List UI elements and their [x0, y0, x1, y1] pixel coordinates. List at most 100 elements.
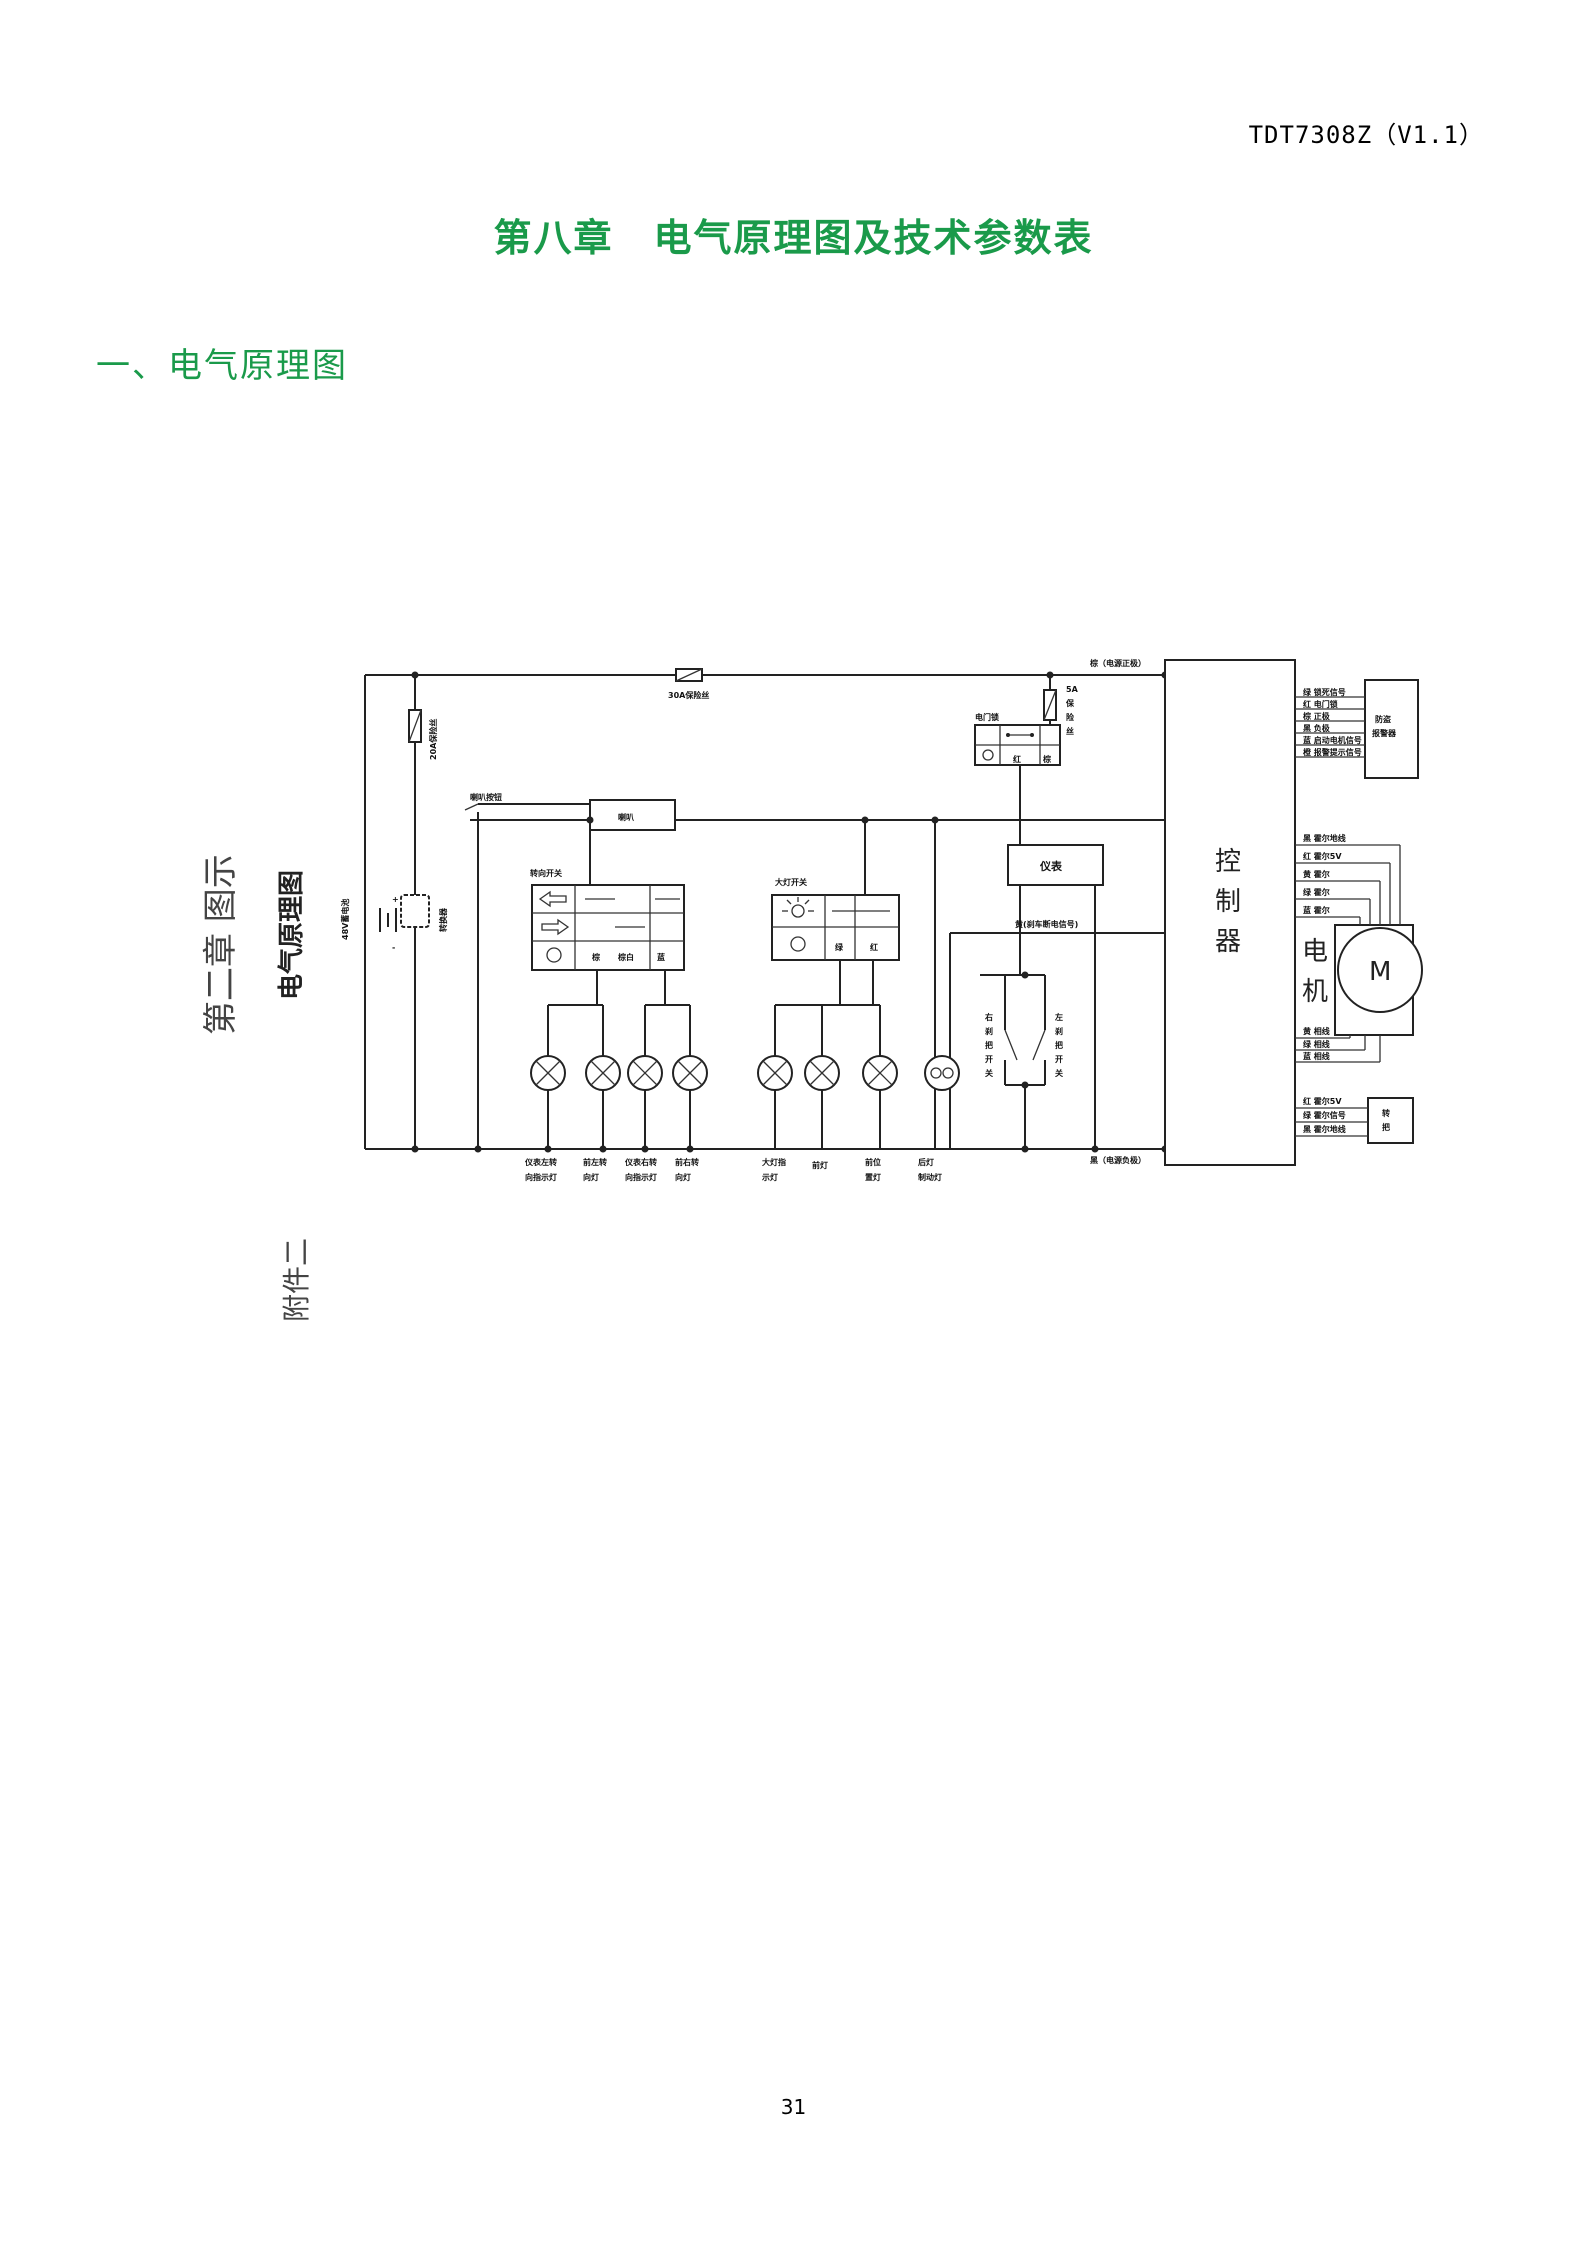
battery-label: 48V蓄电池: [340, 899, 350, 940]
svg-text:红 电门锁: 红 电门锁: [1303, 699, 1338, 709]
lamp-label: 前左转: [583, 1157, 607, 1167]
controller: 控 制 器: [1164, 659, 1296, 1166]
side-attachment-label: 附件二: [280, 1238, 313, 1322]
lamp-label: 前右转: [675, 1157, 699, 1167]
side-chapter-label: 第二章 图示: [201, 854, 241, 1035]
lamp-labels: 仪表左转 向指示灯 前左转 向灯 仪表右转 向指示灯 前右转 向灯 大灯指 示灯…: [524, 1157, 942, 1182]
svg-text:棕白: 棕白: [617, 952, 634, 962]
brake-switches: 右 刹 把 开 关 左 刹 把 开 关: [984, 975, 1063, 1149]
svg-text:转: 转: [1382, 1108, 1390, 1118]
alarm-unit: 防盗 报警器 绿 锁死信号 红 电门锁 棕 正极 黑 负极 蓝 启动电机信号 橙…: [1295, 679, 1419, 779]
svg-text:开: 开: [1055, 1055, 1063, 1064]
chapter-title: 第八章 电气原理图及技术参数表: [493, 216, 1094, 260]
svg-text:+: +: [392, 895, 399, 904]
lamp-icon: [530, 1055, 566, 1091]
lamp-label: 后灯: [918, 1157, 934, 1167]
meter-box: [1007, 844, 1104, 886]
svg-text:刹: 刹: [1055, 1026, 1063, 1036]
svg-text:蓝 霍尔: 蓝 霍尔: [1303, 905, 1330, 915]
svg-text:黑 霍尔地线: 黑 霍尔地线: [1303, 1124, 1346, 1134]
svg-text:棕: 棕: [591, 952, 600, 962]
svg-text:黄 相线: 黄 相线: [1303, 1026, 1330, 1036]
light-switch: 大灯开关 绿 红: [771, 877, 900, 961]
svg-text:蓝: 蓝: [657, 952, 665, 962]
lamp-icon: [757, 1055, 793, 1091]
svg-text:右: 右: [984, 1012, 993, 1022]
svg-text:把: 把: [1055, 1040, 1063, 1050]
svg-text:报警器: 报警器: [1372, 728, 1397, 738]
svg-text:关: 关: [985, 1068, 993, 1078]
svg-text:关: 关: [1055, 1068, 1063, 1078]
lamp-label: 仪表左转: [524, 1157, 557, 1167]
lamp-icon: [585, 1055, 621, 1091]
document-code: TDT7308Z（V1.1）: [1248, 121, 1484, 149]
side-diagram-label: 电气原理图: [276, 870, 307, 1000]
lamp-label: 前灯: [812, 1160, 828, 1170]
light-switch-label: 大灯开关: [775, 877, 807, 887]
page-number: 31: [780, 2095, 807, 2119]
motor-symbol: M: [1369, 957, 1391, 987]
svg-text:保: 保: [1065, 698, 1075, 708]
svg-text:开: 开: [985, 1055, 993, 1064]
svg-text:绿: 绿: [835, 942, 844, 952]
lamp-label: 仪表右转: [624, 1157, 657, 1167]
svg-text:绿 霍尔信号: 绿 霍尔信号: [1303, 1110, 1346, 1120]
lamp-label: 向指示灯: [625, 1172, 657, 1182]
lamps: [530, 1005, 960, 1149]
svg-text:橙 报警提示信号: 橙 报警提示信号: [1303, 747, 1362, 757]
power-positive-label: 棕（电源正极）: [1089, 658, 1146, 668]
svg-text:黑 霍尔地线: 黑 霍尔地线: [1303, 833, 1346, 843]
lamp-label: 向指示灯: [525, 1172, 557, 1182]
fuse-20a-label: 20A保险丝: [428, 719, 438, 760]
lamp-icon: [672, 1055, 708, 1091]
svg-text:把: 把: [985, 1040, 993, 1050]
svg-text:丝: 丝: [1066, 726, 1074, 736]
handlebar-throttle: 转 把 红 霍尔5V 绿 霍尔信号 黑 霍尔地线: [1295, 1096, 1414, 1144]
lamp-label: 向灯: [675, 1172, 691, 1182]
horn-box: [589, 799, 676, 831]
lock-switch-label: 电门锁: [975, 712, 999, 722]
converter-box: [400, 894, 430, 928]
lock-switch: 电门锁 红 棕: [974, 712, 1061, 766]
svg-text:绿 相线: 绿 相线: [1303, 1039, 1330, 1049]
svg-text:器: 器: [1215, 927, 1241, 957]
brake-signal-label: 黄(刹车断电信号): [1015, 919, 1078, 929]
svg-text:红: 红: [1013, 754, 1021, 764]
svg-text:控: 控: [1215, 847, 1241, 877]
svg-text:左: 左: [1054, 1012, 1063, 1022]
svg-text:黄 霍尔: 黄 霍尔: [1303, 869, 1330, 879]
horn-label: 喇叭: [618, 812, 634, 822]
svg-text:绿 锁死信号: 绿 锁死信号: [1303, 687, 1346, 697]
svg-text:棕 正极: 棕 正极: [1302, 711, 1330, 721]
power-negative-label: 黑（电源负极）: [1090, 1155, 1146, 1165]
motor: M 电 机 黑 霍尔地线 红 霍尔5V 黄 霍尔 绿 霍尔 蓝 霍尔 黄 相线 …: [1295, 833, 1423, 1063]
horn-button-label: 喇叭按钮: [470, 792, 502, 802]
lamp-label: 制动灯: [918, 1172, 942, 1182]
svg-text:把: 把: [1382, 1122, 1390, 1132]
lamp-icon: [862, 1055, 898, 1091]
svg-text:机: 机: [1302, 977, 1328, 1007]
lamp-label: 大灯指: [762, 1157, 786, 1167]
lamp-label: 置灯: [865, 1172, 881, 1182]
dual-filament-lamp-icon: [924, 1055, 960, 1091]
turn-switch: 转向开关 棕 棕白 蓝: [530, 868, 685, 971]
svg-text:棕: 棕: [1042, 754, 1051, 764]
svg-text:制: 制: [1215, 887, 1241, 917]
svg-text:电: 电: [1302, 937, 1328, 967]
svg-text:5A: 5A: [1066, 685, 1079, 694]
svg-text:蓝 相线: 蓝 相线: [1303, 1051, 1330, 1061]
svg-text:蓝 启动电机信号: 蓝 启动电机信号: [1303, 735, 1362, 745]
meter-label: 仪表: [1039, 859, 1063, 873]
section-title: 一、电气原理图: [96, 346, 348, 386]
lamp-label: 示灯: [761, 1172, 778, 1182]
converter-label: 转换器: [438, 907, 448, 932]
svg-text:红 霍尔5V: 红 霍尔5V: [1303, 851, 1342, 861]
lamp-icon: [804, 1055, 840, 1091]
svg-text:绿 霍尔: 绿 霍尔: [1303, 887, 1330, 897]
lamp-label: 前位: [865, 1157, 881, 1167]
battery: + - 48V蓄电池: [340, 895, 405, 952]
svg-text:-: -: [392, 943, 395, 952]
turn-switch-label: 转向开关: [530, 868, 562, 878]
svg-text:红: 红: [870, 942, 878, 952]
